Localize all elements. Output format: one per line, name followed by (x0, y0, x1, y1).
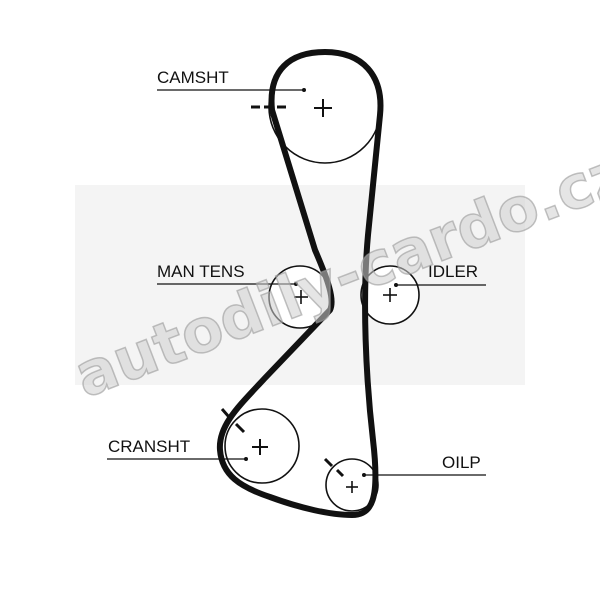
man-tens-center-mark (294, 290, 308, 304)
timing-belt (216, 49, 384, 518)
crankshaft-label: CRANSHT (108, 437, 190, 456)
idler-center-mark (383, 288, 397, 302)
idler-leader-dot (394, 283, 398, 287)
oil-pump-label: OILP (442, 453, 481, 472)
idler-label: IDLER (428, 262, 478, 281)
oil-pump-center-mark (346, 481, 358, 493)
man-tens-leader-dot (294, 282, 298, 286)
oil-pump-leader-dot (362, 473, 366, 477)
crankshaft-timing-mark (220, 408, 246, 434)
camshaft-leader-dot (302, 88, 306, 92)
man-tens-label: MAN TENS (157, 262, 245, 281)
crankshaft-leader-dot (244, 457, 248, 461)
camshaft-center-mark (314, 99, 332, 117)
oil-pump-timing-mark (323, 457, 345, 478)
crankshaft-center-mark (252, 439, 268, 455)
camshaft-label: CAMSHT (157, 68, 229, 87)
